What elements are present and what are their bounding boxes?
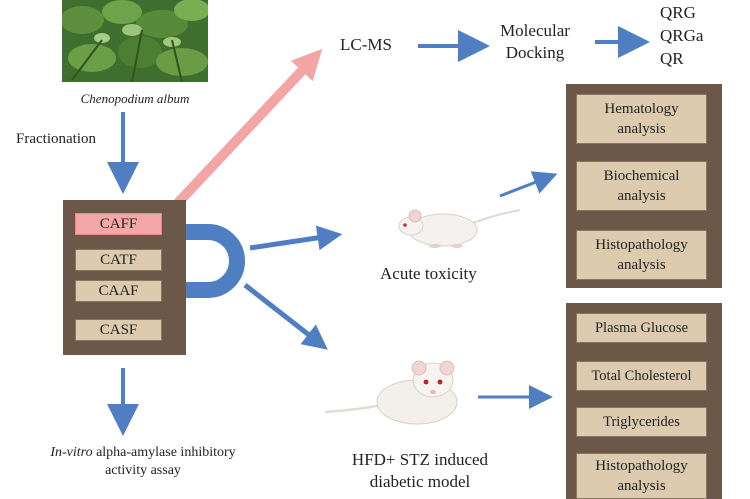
mouse-image xyxy=(398,209,521,248)
card-histopathology-diabetic-l2: analysis xyxy=(617,478,666,494)
card-histopathology-acute: Histopathology analysis xyxy=(576,230,707,280)
card-hematology: Hematology analysis xyxy=(576,94,707,144)
lcms-label: LC-MS xyxy=(340,35,392,54)
diabetic-analysis-panel: Plasma Glucose Total Cholesterol Triglyc… xyxy=(566,303,722,499)
card-biochemical-l2: analysis xyxy=(617,188,666,204)
u-connector xyxy=(163,224,245,298)
card-hematology-l2: analysis xyxy=(617,121,666,137)
card-histopathology-acute-l1: Histopathology xyxy=(595,237,688,253)
fraction-caff: CAFF xyxy=(75,213,162,235)
compound-list: QRG QRGa QR xyxy=(660,1,703,70)
acute-analysis-panel: Hematology analysis Biochemical analysis… xyxy=(566,84,722,288)
card-biochemical: Biochemical analysis xyxy=(576,161,707,211)
chenopodium-plant-image xyxy=(62,0,208,82)
fraction-catf: CATF xyxy=(75,249,162,271)
diabetic-model-label: HFD+ STZ induced diabetic model xyxy=(320,449,520,493)
acute-toxicity-label: Acute toxicity xyxy=(380,264,477,283)
arrow-to-diabetic xyxy=(243,283,328,350)
arrow-mouse-to-panel xyxy=(499,171,558,198)
card-histopathology-diabetic: Histopathology analysis xyxy=(576,453,707,499)
fractionation-label: Fractionation xyxy=(16,131,96,147)
invitro-italic: In-vitro xyxy=(50,445,93,460)
card-histopathology-diabetic-l1: Histopathology xyxy=(595,458,688,474)
card-triglycerides: Triglycerides xyxy=(576,407,707,437)
card-plasma-glucose: Plasma Glucose xyxy=(576,313,707,343)
rat-image xyxy=(325,360,458,425)
invitro-rest: alpha-amylase inhibitory xyxy=(92,445,236,460)
species-caption: Chenopodium album xyxy=(80,91,190,106)
molecular-docking-label: Molecular Docking xyxy=(480,20,590,64)
compound-qrga: QRGa xyxy=(660,26,704,45)
arrow-to-acute xyxy=(249,225,343,251)
diabetic-line2: diabetic model xyxy=(369,472,471,491)
fraction-casf: CASF xyxy=(75,319,162,341)
invitro-line2: activity assay xyxy=(105,463,181,478)
card-total-cholesterol: Total Cholesterol xyxy=(576,361,707,391)
docking-line1: Molecular xyxy=(500,21,570,40)
invitro-assay-label: In-vitro alpha-amylase inhibitory activi… xyxy=(8,444,278,480)
diabetic-line1: HFD+ STZ induced xyxy=(351,450,489,469)
fraction-box: CAFF CATF CAAF CASF xyxy=(63,200,186,355)
fraction-caaf: CAAF xyxy=(75,280,162,302)
docking-line2: Docking xyxy=(505,43,565,62)
compound-qr: QR xyxy=(660,49,684,68)
arrow-caff-to-lcms xyxy=(156,49,323,226)
card-histopathology-acute-l2: analysis xyxy=(617,257,666,273)
compound-qrg: QRG xyxy=(660,3,696,22)
card-biochemical-l1: Biochemical xyxy=(603,168,680,184)
card-hematology-l1: Hematology xyxy=(604,101,679,117)
